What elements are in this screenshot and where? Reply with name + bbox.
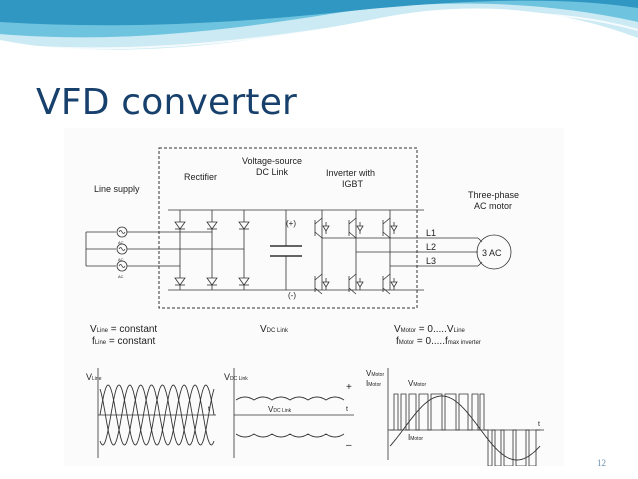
- rectifier-diodes: [174, 221, 250, 286]
- w3-t-label: t: [538, 421, 540, 428]
- waveform-line-voltage: VLine t: [86, 368, 216, 458]
- motor-label-2: AC motor: [474, 201, 512, 211]
- top-banner: [0, 0, 638, 50]
- eq-motor-voltage: VMotor = 0.....VLine: [394, 324, 466, 335]
- phase-label-1: AC: [118, 240, 124, 245]
- motor-circle: [476, 234, 512, 270]
- waveform-motor-output: VMotor IMotor VMotor IMotor t: [366, 368, 544, 466]
- output-l3: L3: [426, 256, 436, 266]
- line-supply-label: Line supply: [94, 184, 140, 194]
- phase-c-wave: [99, 384, 215, 446]
- w1-axis-label: VLine: [86, 372, 102, 382]
- dc-ripple-negative: [235, 433, 345, 438]
- motor-label: 3 AC: [482, 248, 502, 258]
- w3-current-label: IMotor: [408, 433, 423, 442]
- dc-link-label-1: Voltage-source: [242, 156, 302, 166]
- banner-dark-wave: [0, 0, 638, 26]
- w2-curve-label: VDC Link: [268, 405, 292, 414]
- w3-i-label: IMotor: [366, 379, 381, 388]
- slide-title: VFD converter: [36, 82, 298, 123]
- output-l2: L2: [426, 242, 436, 252]
- rectifier-label: Rectifier: [184, 172, 217, 182]
- motor-label-1: Three-phase: [468, 190, 519, 200]
- inverter-label-1: Inverter with: [326, 168, 375, 178]
- motor-output-lines: [322, 234, 512, 270]
- converter-boundary: [158, 147, 418, 309]
- eq-motor-frequency: fMotor = 0.....fmax inverter: [396, 336, 481, 347]
- vfd-circuit-figure: Rectifier Voltage-source DC Link Inverte…: [64, 128, 564, 466]
- waveform-dc-link: VDC Link VDC Link + – t: [224, 368, 354, 458]
- inverter-label-2: IGBT: [342, 179, 364, 189]
- eq-dc-link: VDC Link: [260, 324, 289, 335]
- w2-minus: –: [346, 440, 352, 451]
- supply-sources: [85, 226, 244, 272]
- w2-plus: +: [346, 382, 352, 393]
- w3-v-label: VMotor: [366, 369, 384, 378]
- dc-link-label-2: DC Link: [256, 167, 289, 177]
- figure-background: [64, 128, 564, 466]
- eq-line-frequency: fLine = constant: [92, 336, 156, 347]
- dc-plus-label: (+): [286, 219, 296, 228]
- w2-t-label: t: [346, 406, 348, 413]
- eq-line-voltage: VLine = constant: [90, 324, 157, 335]
- page-number: 12: [597, 458, 606, 468]
- banner-highlight-line: [0, 11, 638, 50]
- phase-label-2: AC: [118, 257, 124, 262]
- motor-current-wave: [389, 395, 541, 461]
- dc-minus-label: (-): [288, 291, 296, 300]
- w2-axis-label: VDC Link: [224, 372, 248, 382]
- inverter-igbts: [314, 210, 398, 295]
- pwm-voltage-wave: [390, 393, 540, 466]
- dc-ripple-positive: [235, 396, 345, 401]
- w3-voltage-label: VMotor: [408, 379, 426, 388]
- output-l1: L1: [426, 228, 436, 238]
- w1-t-label: t: [208, 406, 210, 413]
- phase-label-3: AC: [118, 274, 124, 279]
- dc-link-capacitor: [270, 210, 302, 290]
